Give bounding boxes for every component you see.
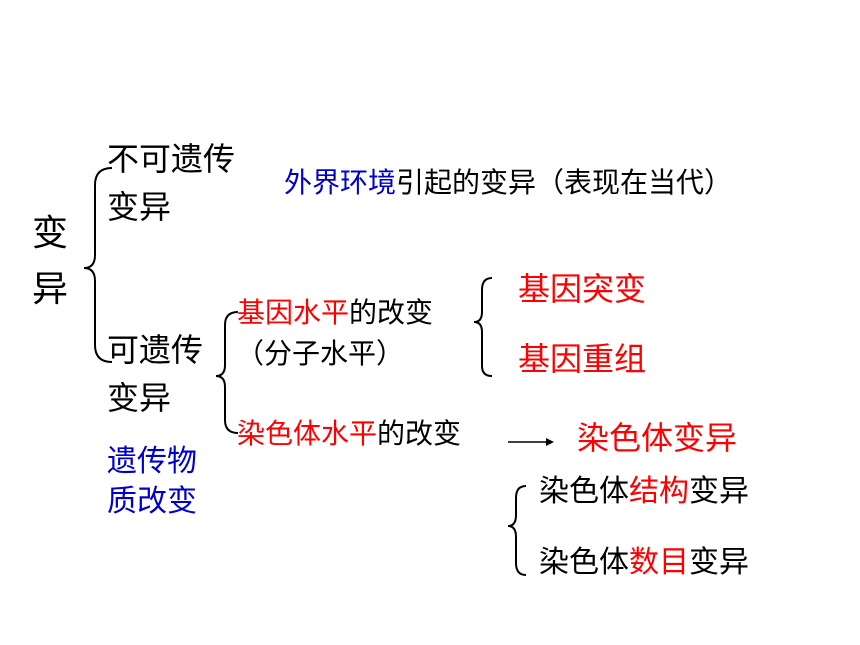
gene-level-rest: 的改变 xyxy=(349,296,434,329)
arrow-head-icon xyxy=(546,438,554,446)
chromosome-structure-variation: 染色体结构变异 xyxy=(539,477,749,507)
non-heritable-label-1: 不可遗传 xyxy=(107,140,236,178)
structure-highlight: 结构 xyxy=(629,474,689,509)
root-char-2: 异 xyxy=(32,269,69,310)
number-highlight: 数目 xyxy=(629,545,689,580)
molecular-level-note: （分子水平） xyxy=(236,337,405,370)
heritable-label-2: 变异 xyxy=(107,379,172,417)
number-suffix: 变异 xyxy=(689,545,749,580)
genetic-material-note-2: 质改变 xyxy=(107,484,197,519)
gene-level-highlight: 基因水平 xyxy=(237,296,350,329)
non-heritable-label-2: 变异 xyxy=(107,188,172,226)
heritable-brace xyxy=(215,311,239,434)
chromosome-variation: 染色体变异 xyxy=(577,419,738,457)
gene-recombination: 基因重组 xyxy=(518,340,647,378)
environment-highlight: 外界环境 xyxy=(284,166,397,199)
structure-suffix: 变异 xyxy=(689,474,749,509)
chromosome-level-highlight: 染色体水平 xyxy=(237,417,378,450)
chromosome-level-change: 染色体水平的改变 xyxy=(237,420,461,448)
chromosome-brace xyxy=(507,485,527,576)
structure-prefix: 染色体 xyxy=(539,474,629,509)
root-char-1: 变 xyxy=(32,213,69,254)
main-brace xyxy=(83,167,113,363)
gene-mutation: 基因突变 xyxy=(518,270,647,308)
heritable-label-1: 可遗传 xyxy=(107,331,204,369)
chromosome-number-variation: 染色体数目变异 xyxy=(539,548,749,578)
genetic-material-note-1: 遗传物 xyxy=(107,444,197,479)
gene-level-change: 基因水平的改变 xyxy=(237,299,433,327)
gene-brace xyxy=(473,277,493,377)
chromosome-level-rest: 的改变 xyxy=(377,417,462,450)
number-prefix: 染色体 xyxy=(539,545,629,580)
description-rest: 引起的变异（表现在当代） xyxy=(396,166,733,199)
non-heritable-description: 外界环境引起的变异（表现在当代） xyxy=(284,169,732,197)
